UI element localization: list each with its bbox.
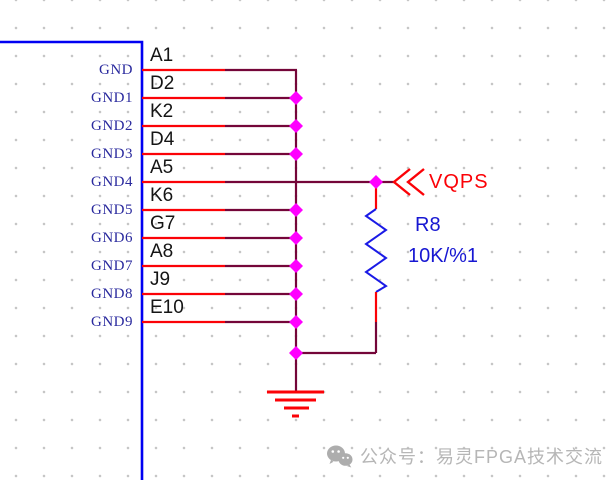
pin-name-gnd6: GND6 <box>91 230 133 246</box>
watermark: 公众号：易灵FPGA技术交流 <box>326 443 603 469</box>
resistor-symbol[interactable] <box>364 182 388 322</box>
pin-name-gnd8: GND8 <box>91 286 133 302</box>
pin-lines[interactable] <box>142 68 225 324</box>
pin-designator-k2: K2 <box>150 101 174 122</box>
pin-name-gnd: GND <box>99 62 133 78</box>
junction-dot <box>289 315 303 329</box>
pin-name-gnd5: GND5 <box>91 202 133 218</box>
pin-designator-k6: K6 <box>150 185 174 206</box>
pin-name-gnd9: GND9 <box>91 314 133 330</box>
pin-designator-e10: E10 <box>150 297 184 318</box>
resistor-value[interactable]: 10K/%1 <box>408 245 479 267</box>
junction-dot <box>289 287 303 301</box>
junction-dot <box>289 231 303 245</box>
wires[interactable] <box>225 68 394 391</box>
resistor-designator[interactable]: R8 <box>415 214 441 236</box>
junction-dot-vqps <box>369 175 383 189</box>
pin-name-gnd2: GND2 <box>91 118 133 134</box>
pin-name-gnd4: GND4 <box>91 174 133 190</box>
junction-dot <box>289 147 303 161</box>
pin-name-gnd1: GND1 <box>91 90 133 106</box>
pin-designator-a8: A8 <box>150 241 174 262</box>
watermark-text: 公众号：易灵FPGA技术交流 <box>360 447 604 467</box>
pin-name-gnd3: GND3 <box>91 146 133 162</box>
pin-designator-a1: A1 <box>150 45 174 66</box>
junction-dot <box>289 91 303 105</box>
pin-designator-j9: J9 <box>150 269 171 290</box>
junction-dot <box>289 119 303 133</box>
chevron-outer[interactable] <box>392 168 411 196</box>
component-body-outline[interactable] <box>0 40 144 480</box>
pin-designator-g7: G7 <box>150 213 176 234</box>
junction-dots <box>289 91 383 360</box>
pin-designator-d4: D4 <box>150 129 175 150</box>
junction-dot <box>289 203 303 217</box>
wechat-icon <box>327 445 353 468</box>
pin-designator-a5: A5 <box>150 157 174 178</box>
pin-designator-d2: D2 <box>150 73 175 94</box>
resistor-zigzag-icon[interactable] <box>364 208 388 293</box>
junction-dot <box>289 346 303 360</box>
chevron-inner[interactable] <box>406 168 425 196</box>
ground-symbol-icon[interactable] <box>267 390 324 418</box>
net-label-chevron-icon[interactable] <box>392 168 425 196</box>
pin-name-gnd7: GND7 <box>91 258 133 274</box>
junction-dot <box>289 259 303 273</box>
net-label-vqps[interactable]: VQPS <box>429 171 489 193</box>
